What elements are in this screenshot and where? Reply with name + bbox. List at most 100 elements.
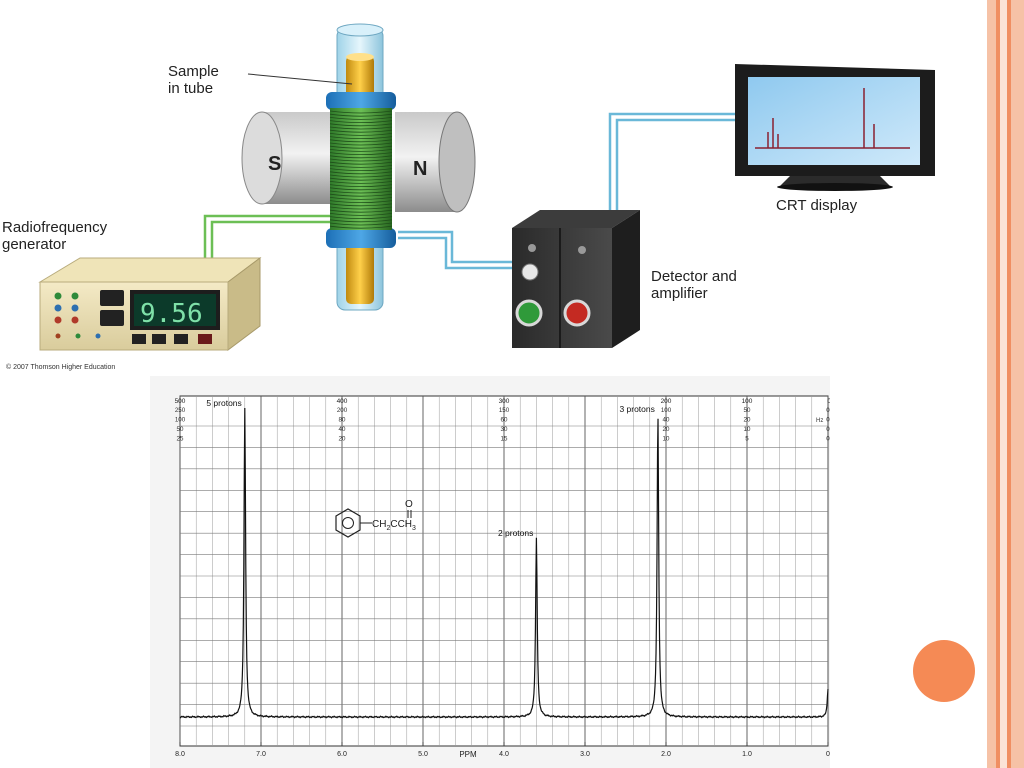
coil-winding	[329, 190, 393, 194]
signal-wires	[203, 112, 735, 270]
hz-scale-label: 25	[177, 436, 184, 443]
coil-winding	[329, 161, 393, 165]
spectrum-trace	[179, 408, 829, 719]
crt-display-monitor	[735, 64, 935, 191]
coil-winding	[329, 219, 393, 223]
coil-winding	[329, 187, 393, 191]
hz-scale-label: 0	[826, 417, 830, 424]
hz-scale-label: 50	[744, 407, 751, 414]
coil-winding	[329, 113, 393, 117]
detector-amplifier-box	[512, 210, 640, 348]
coil-winding	[329, 216, 393, 219]
detector-label: Detector and amplifier	[651, 268, 737, 302]
ppm-axis-label: PPM	[459, 750, 477, 759]
peak-label: 3 protons	[619, 404, 654, 414]
x-tick-label: 3.0	[580, 751, 590, 758]
coil-winding	[329, 181, 393, 184]
crt-label: CRT display	[776, 197, 857, 214]
peak-label: 2 protons	[498, 528, 533, 538]
x-tick-label: 0	[826, 751, 830, 758]
coil-winding	[329, 120, 393, 123]
hz-scale-label: 15	[501, 436, 508, 443]
hz-scale-label: 250	[175, 407, 186, 414]
coil-winding	[329, 149, 393, 152]
chemical-structure: CH2CCH3 O	[335, 499, 416, 538]
coil-winding	[329, 155, 393, 159]
magnet-north-letter: N	[413, 158, 427, 180]
magnet-south-letter: S	[268, 153, 281, 175]
sample-label-line2: in tube	[168, 80, 214, 97]
coil-winding	[329, 123, 393, 127]
hz-scale-label: 0	[826, 426, 830, 433]
hz-scale-label: 400	[337, 398, 348, 405]
hz-scale-label: 200	[661, 398, 672, 405]
coil-winding	[329, 158, 393, 162]
coil-winding	[329, 139, 393, 143]
hz-scale-label: 10	[744, 426, 751, 433]
decorative-stripe	[987, 0, 996, 768]
coil-winding	[329, 110, 393, 114]
hz-scale-label: 100	[661, 407, 672, 414]
hz-scale-label: 20	[339, 436, 346, 443]
hz-scale-label: 20	[663, 426, 670, 433]
decorative-stripe	[1007, 0, 1011, 768]
coil-winding	[329, 213, 393, 216]
coil-winding	[329, 145, 393, 149]
x-tick-label: 4.0	[499, 751, 509, 758]
peak-labels: 5 protons 2 protons 3 protons	[206, 398, 655, 538]
detector-label-line1: Detector and	[651, 268, 737, 285]
coil-winding	[329, 171, 393, 175]
decorative-stripe	[1000, 0, 1007, 768]
coil-winding	[329, 152, 393, 155]
coil-winding	[329, 206, 393, 210]
hz-scale-label: 50	[177, 426, 184, 433]
crt-label-text: CRT display	[776, 197, 858, 214]
hz-scale-label: 80	[339, 417, 346, 424]
coil-windings	[329, 110, 393, 229]
coil-winding	[329, 133, 393, 136]
decorative-stripe	[996, 0, 1000, 768]
hz-scale-label: 100	[175, 417, 186, 424]
hz-scale-label: 5	[745, 436, 749, 443]
coil-winding	[329, 136, 393, 139]
coil-winding	[329, 165, 393, 168]
coil-winding	[329, 177, 393, 181]
decorative-stripe	[1011, 0, 1024, 768]
x-tick-label: 5.0	[418, 751, 428, 758]
sample-label-line1: Sample	[168, 63, 219, 80]
magnet-north	[395, 111, 476, 213]
hz-scale-label: 100	[742, 398, 753, 405]
x-tick-label: 8.0	[175, 751, 185, 758]
x-tick-label: 1.0	[742, 751, 752, 758]
hz-scale-label: 200	[337, 407, 348, 414]
coil-winding	[329, 126, 393, 130]
coil-winding	[329, 222, 393, 226]
rf-label-line2: generator	[2, 236, 67, 253]
carbonyl-oxygen: O	[405, 499, 413, 510]
rf-generator-label: Radiofrequency generator	[2, 219, 107, 253]
hz-scale-label: 500	[175, 398, 186, 405]
hz-scale-label: 60	[501, 417, 508, 424]
coil-winding	[329, 193, 393, 197]
coil-winding	[329, 142, 393, 146]
detector-label-line2: amplifier	[651, 285, 708, 302]
hz-scale-label: 30	[501, 426, 508, 433]
coil-winding	[329, 225, 393, 229]
hz-scale-label: 300	[499, 398, 510, 405]
hz-scale-label: 150	[499, 407, 510, 414]
x-tick-label: 7.0	[256, 751, 266, 758]
coil-winding	[329, 197, 393, 200]
coil-winding	[329, 168, 393, 171]
peak-label: 5 protons	[206, 398, 241, 408]
rf-display-value: 9.56	[140, 299, 203, 329]
rf-label-line1: Radiofrequency	[2, 219, 108, 236]
nmr-apparatus-illustration: S N 9.56	[38, 23, 935, 351]
hz-scale-label: 0	[826, 407, 830, 414]
x-tick-label: 2.0	[661, 751, 671, 758]
coil-winding	[329, 184, 393, 187]
coil-winding	[329, 203, 393, 207]
